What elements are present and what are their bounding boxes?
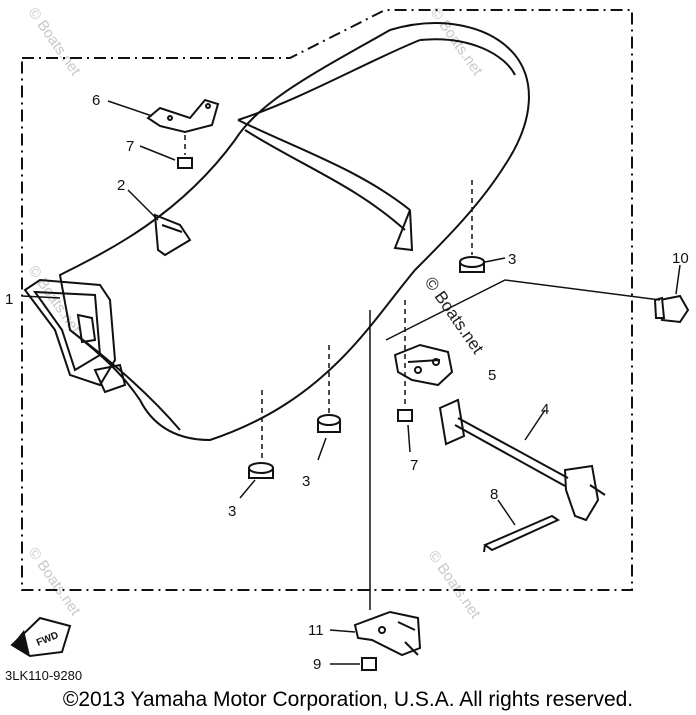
forward-arrow: FWD — [10, 616, 72, 658]
callout-5: 5 — [488, 367, 496, 384]
callout-7: 7 — [126, 138, 134, 155]
seat-lock-rod — [438, 398, 606, 522]
callout-4: 4 — [541, 401, 549, 418]
callout-10: 10 — [672, 250, 689, 267]
assembly-boundary — [21, 9, 633, 591]
leader-lines — [184, 135, 473, 610]
callout-6: 6 — [92, 92, 100, 109]
seat-lock — [353, 610, 422, 657]
grab-rail — [23, 278, 127, 394]
watermark: © Boats.net — [425, 548, 484, 623]
callout-8: 8 — [490, 486, 498, 503]
lock-nut — [361, 657, 377, 671]
watermark: © Boats.net — [25, 545, 84, 620]
nut-group — [177, 157, 413, 422]
seat-hinge — [393, 343, 454, 387]
diagram-part-code: 3LK110-9280 — [5, 668, 82, 683]
callout-1: 1 — [5, 291, 13, 308]
front-bracket — [146, 98, 220, 134]
callout-2: 2 — [117, 177, 125, 194]
watermark: © Boats.net — [25, 5, 84, 80]
damper-group — [248, 256, 485, 479]
callout-7: 7 — [410, 457, 418, 474]
bolt — [653, 294, 690, 324]
callout-leaders — [21, 100, 681, 665]
seat-lock-cable — [482, 514, 561, 553]
seat-hook-bracket — [153, 213, 192, 257]
callout-numbers: 1 2 6 7 3 3 3 5 4 8 7 10 11 9 — [5, 92, 689, 673]
callout-3: 3 — [228, 503, 236, 520]
callout-11: 11 — [308, 622, 324, 639]
callout-3: 3 — [508, 251, 516, 268]
seat — [58, 22, 530, 442]
watermark: © Boats.net — [427, 5, 486, 80]
callout-3: 3 — [302, 473, 310, 490]
copyright-notice: ©2013 Yamaha Motor Corporation, U.S.A. A… — [62, 688, 634, 711]
callout-9: 9 — [313, 656, 321, 673]
watermark: © Boats.net — [421, 273, 488, 357]
